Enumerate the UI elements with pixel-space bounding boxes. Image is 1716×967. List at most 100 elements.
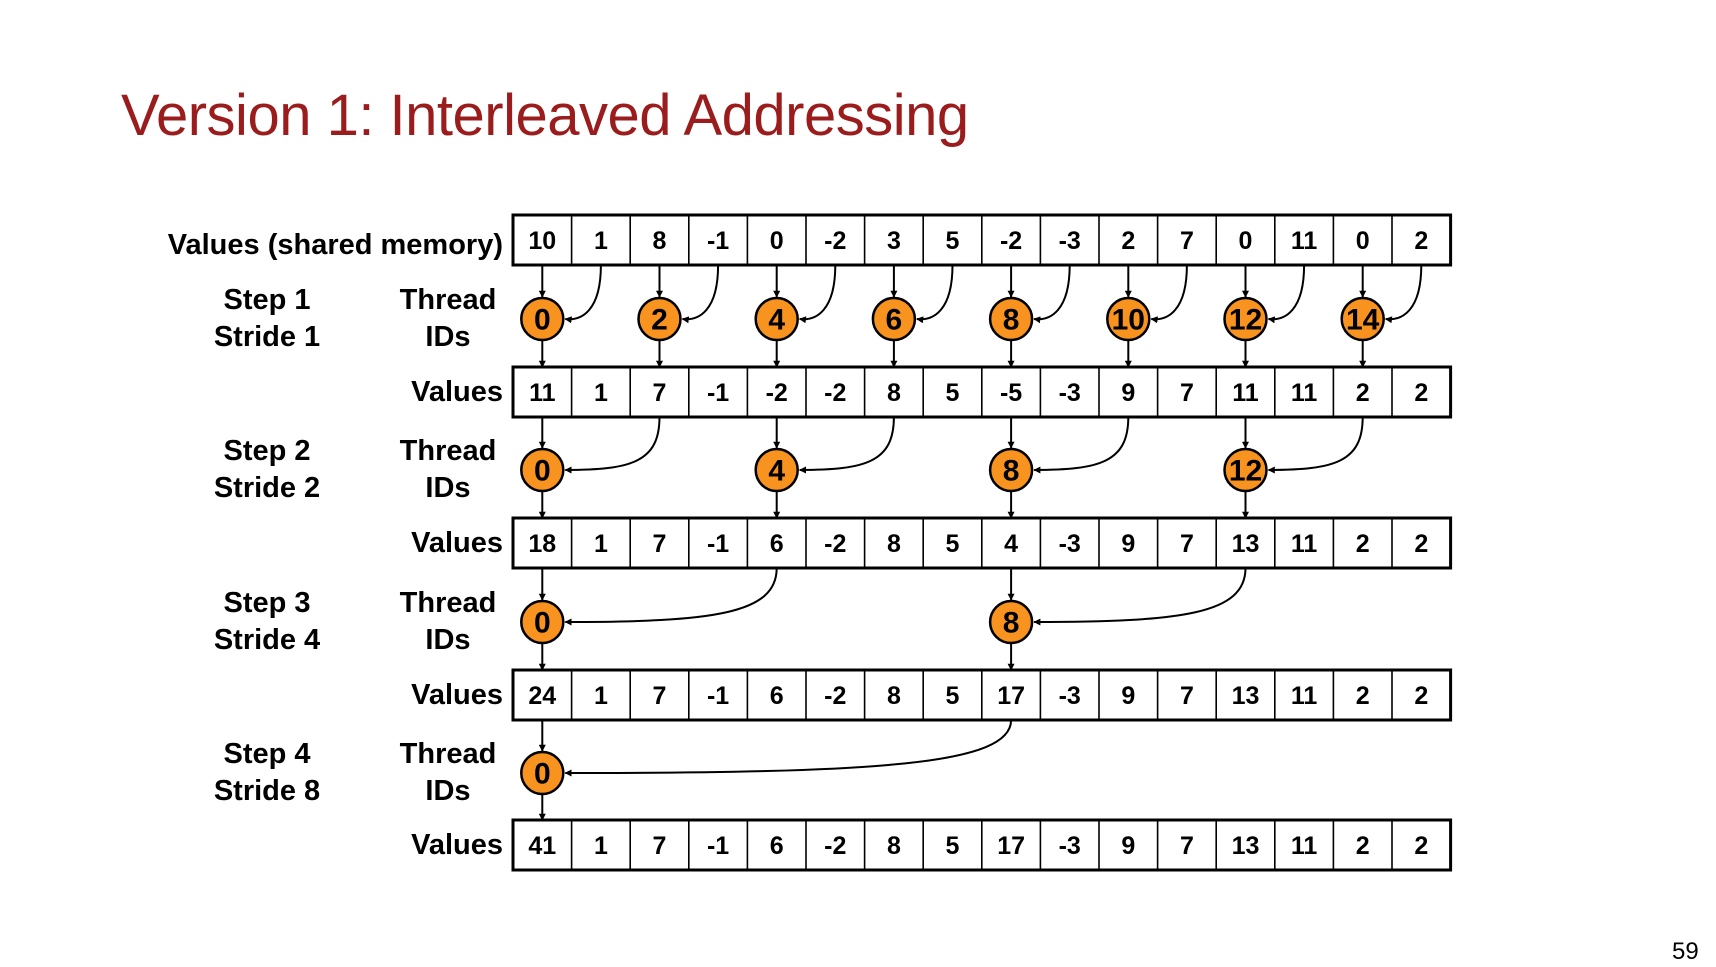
array-cell-value: 7 bbox=[653, 530, 667, 558]
array-cell-value: -2 bbox=[824, 379, 846, 407]
array-cell-value: 7 bbox=[1180, 832, 1194, 860]
values-label: Values bbox=[411, 376, 503, 408]
array-cell-value: 11 bbox=[1291, 379, 1318, 407]
thread-id-node: 0 bbox=[520, 296, 565, 342]
array-cell-value: 0 bbox=[1356, 227, 1370, 255]
array-cell-value: 17 bbox=[997, 682, 1025, 710]
array-cell-value: 4 bbox=[1004, 530, 1018, 558]
array-cell-value: 1 bbox=[594, 682, 608, 710]
array-cell-value: -2 bbox=[824, 682, 846, 710]
array-cell-value: 5 bbox=[946, 379, 960, 407]
thread-ids-label: Thread bbox=[400, 435, 497, 467]
array-cell-value: 8 bbox=[887, 379, 901, 407]
array-cell-value: 2 bbox=[1121, 227, 1135, 255]
array-cell-value: 0 bbox=[770, 227, 784, 255]
array-cell-value: 8 bbox=[887, 530, 901, 558]
stride-label: Stride 4 bbox=[214, 624, 320, 656]
array-cell-value: -2 bbox=[1000, 227, 1022, 255]
thread-id-node: 0 bbox=[520, 750, 565, 796]
thread-circle bbox=[1223, 296, 1268, 342]
thread-id-number: 0 bbox=[534, 455, 551, 488]
array-cell-value: -2 bbox=[766, 379, 788, 407]
partner-arrow bbox=[564, 416, 661, 474]
array-cell-value: 2 bbox=[1414, 682, 1428, 710]
array-cell-value: 6 bbox=[770, 682, 784, 710]
array-cell-value: 2 bbox=[1356, 832, 1370, 860]
thread-circle bbox=[637, 296, 682, 342]
array-cell-value: 5 bbox=[946, 682, 960, 710]
thread-id-number: 12 bbox=[1229, 304, 1262, 337]
thread-id-number: 8 bbox=[1003, 304, 1020, 337]
array-cell-value: 2 bbox=[1356, 530, 1370, 558]
array-cell-value: -1 bbox=[707, 227, 729, 255]
array-cell-value: 9 bbox=[1121, 832, 1135, 860]
thread-id-number: 0 bbox=[534, 304, 551, 337]
thread-circle bbox=[988, 447, 1034, 493]
thread-id-node: 2 bbox=[637, 296, 682, 342]
thread-id-number: 12 bbox=[1229, 455, 1262, 488]
array-cell-value: 3 bbox=[887, 227, 901, 255]
thread-circle bbox=[520, 296, 565, 342]
thread-circle bbox=[520, 750, 565, 796]
array-cell-value: 2 bbox=[1414, 530, 1428, 558]
array-cell-value: 8 bbox=[887, 682, 901, 710]
thread-circle bbox=[1106, 296, 1151, 342]
thread-id-number: 8 bbox=[1003, 455, 1020, 488]
thread-id-number: 10 bbox=[1112, 304, 1145, 337]
array-cell-value: -3 bbox=[1059, 832, 1081, 860]
step-label: Step 4 bbox=[223, 738, 310, 770]
array-cell-value: 5 bbox=[946, 227, 960, 255]
array-cell-value: -1 bbox=[707, 682, 729, 710]
array-cell-value: -2 bbox=[824, 227, 846, 255]
thread-circle bbox=[1223, 447, 1268, 493]
thread-id-node: 4 bbox=[754, 447, 799, 493]
array-cell-value: 7 bbox=[653, 682, 667, 710]
array-cell-value: 7 bbox=[653, 832, 667, 860]
thread-circle bbox=[988, 599, 1034, 645]
partner-arrow bbox=[1033, 416, 1130, 474]
thread-id-node: 12 bbox=[1223, 296, 1268, 342]
array-cell-value: 2 bbox=[1414, 379, 1428, 407]
array-cell-value: 5 bbox=[946, 530, 960, 558]
thread-id-node: 10 bbox=[1106, 296, 1151, 342]
array-cell-value: 2 bbox=[1356, 682, 1370, 710]
array-cell-value: 6 bbox=[770, 530, 784, 558]
partner-arrow bbox=[1267, 416, 1364, 474]
thread-ids-label: IDs bbox=[425, 472, 470, 504]
array-cell-value: 7 bbox=[1180, 227, 1194, 255]
thread-circle bbox=[520, 447, 565, 493]
partner-arrow bbox=[564, 567, 778, 626]
array-cell-value: 9 bbox=[1121, 530, 1135, 558]
array-cell-value: 6 bbox=[770, 832, 784, 860]
thread-id-node: 12 bbox=[1223, 447, 1268, 493]
array-cell-value: 1 bbox=[594, 379, 608, 407]
thread-circle bbox=[754, 296, 799, 342]
array-cell-value: 9 bbox=[1121, 379, 1135, 407]
array-cell-value: 5 bbox=[946, 832, 960, 860]
array-cell-value: 9 bbox=[1121, 682, 1135, 710]
thread-id-number: 6 bbox=[886, 304, 903, 337]
thread-ids-label: IDs bbox=[425, 624, 470, 656]
array-cell-value: 8 bbox=[887, 832, 901, 860]
array-cell-value: 1 bbox=[594, 530, 608, 558]
array-cell-value: 7 bbox=[1180, 682, 1194, 710]
thread-circle bbox=[988, 296, 1034, 342]
array-cell-value: 10 bbox=[528, 227, 556, 255]
initial-values-label: Values (shared memory) bbox=[168, 229, 503, 261]
array-cell-value: 1 bbox=[594, 227, 608, 255]
partner-arrow bbox=[564, 264, 602, 324]
partner-arrow bbox=[916, 264, 954, 324]
partner-arrow bbox=[799, 416, 895, 474]
stride-label: Stride 8 bbox=[214, 775, 320, 807]
thread-id-node: 14 bbox=[1340, 296, 1385, 342]
array-cell-value: 11 bbox=[1291, 832, 1318, 860]
step-label: Step 1 bbox=[223, 284, 310, 316]
thread-circle bbox=[871, 296, 917, 342]
array-cell-value: 17 bbox=[997, 832, 1025, 860]
thread-id-node: 0 bbox=[520, 447, 565, 493]
thread-id-node: 0 bbox=[520, 599, 565, 645]
